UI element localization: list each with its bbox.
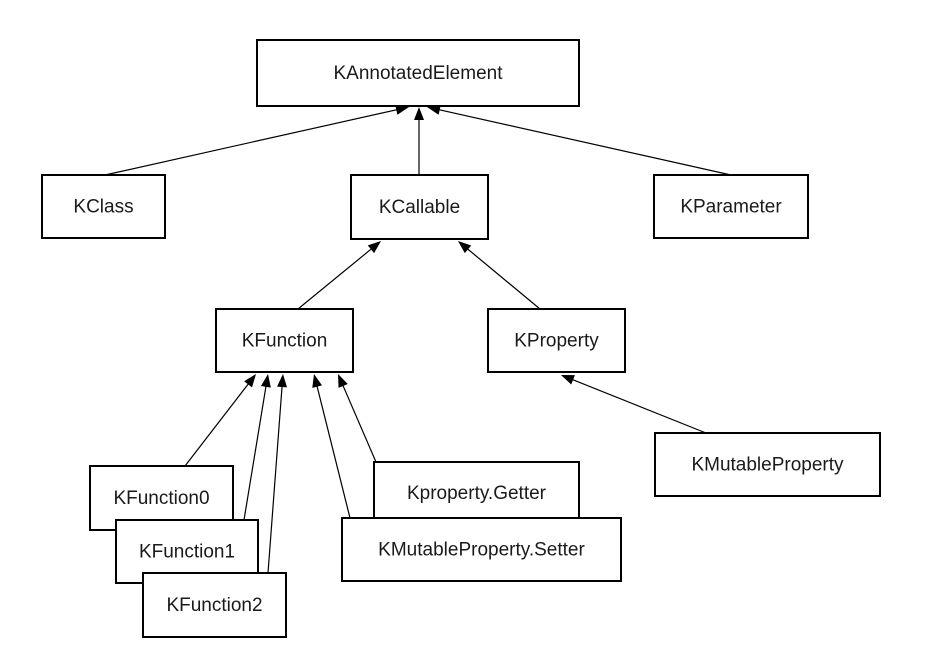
class-node-box[interactable] <box>654 432 881 497</box>
class-node-kfunction2[interactable]: KFunction2 <box>142 572 287 638</box>
edge-kmutablepropertysetter-to-kfunction <box>312 374 351 519</box>
edge-kclass-to-kannotatedelement <box>104 104 409 176</box>
edge-kmutableproperty-to-kproperty <box>561 375 707 434</box>
arrowhead-icon <box>414 107 424 120</box>
arrowhead-icon <box>244 374 256 388</box>
class-node-box[interactable] <box>487 308 626 373</box>
class-node-label: KFunction1 <box>139 542 235 563</box>
class-node-box[interactable] <box>653 174 809 239</box>
class-node-box[interactable] <box>341 517 622 582</box>
class-node-kcallable[interactable]: KCallable <box>350 174 489 240</box>
edge-line <box>341 382 377 463</box>
edge-line <box>267 383 283 574</box>
arrowhead-icon <box>561 375 575 385</box>
class-node-kpropertygetter[interactable]: Kproperty.Getter <box>373 461 580 525</box>
arrowhead-icon <box>277 374 288 388</box>
edge-kfunction1-to-kfunction <box>243 374 271 521</box>
class-node-box[interactable] <box>41 174 166 239</box>
class-node-label: KProperty <box>514 331 599 352</box>
edge-line <box>570 378 707 434</box>
arrowhead-icon <box>458 241 472 254</box>
class-node-kproperty[interactable]: KProperty <box>487 308 626 373</box>
class-node-box[interactable] <box>350 174 489 240</box>
edge-layer <box>104 104 732 574</box>
edge-line <box>465 246 541 310</box>
arrowhead-icon <box>312 374 323 388</box>
edge-kcallable-to-kannotatedelement <box>414 107 424 175</box>
arrowhead-icon <box>427 104 441 115</box>
class-node-box[interactable] <box>256 39 580 107</box>
edge-kpropertygetter-to-kfunction <box>338 374 377 463</box>
arrowhead-icon <box>260 374 271 388</box>
class-node-label: KMutableProperty <box>691 455 844 476</box>
arrowhead-icon <box>338 374 348 388</box>
class-node-label: KMutableProperty.Setter <box>378 540 585 561</box>
class-node-kclass[interactable]: KClass <box>41 174 166 239</box>
edge-line <box>297 246 374 310</box>
class-node-box[interactable] <box>142 572 287 638</box>
edge-line <box>243 383 267 521</box>
edge-line <box>436 108 732 176</box>
edge-line <box>104 108 400 176</box>
arrowhead-icon <box>367 241 381 254</box>
class-node-box[interactable] <box>373 461 580 525</box>
class-node-kannotatedelement[interactable]: KAnnotatedElement <box>256 39 580 107</box>
class-node-label: KFunction <box>242 331 328 352</box>
edge-line <box>184 381 251 467</box>
class-node-label: KFunction0 <box>113 488 209 509</box>
edge-line <box>315 383 351 519</box>
class-node-box[interactable] <box>215 308 354 373</box>
class-node-kmutablepropertysetter[interactable]: KMutableProperty.Setter <box>341 517 622 582</box>
edge-kfunction-to-kcallable <box>297 241 381 310</box>
edge-kfunction0-to-kfunction <box>184 374 256 467</box>
class-node-kparameter[interactable]: KParameter <box>653 174 809 239</box>
class-node-label: KFunction2 <box>166 595 262 616</box>
class-node-kmutableproperty[interactable]: KMutableProperty <box>654 432 881 497</box>
class-node-label: KAnnotatedElement <box>333 63 503 84</box>
class-node-label: KParameter <box>680 197 782 218</box>
class-node-kfunction[interactable]: KFunction <box>215 308 354 373</box>
class-node-label: KCallable <box>379 197 460 218</box>
edge-kfunction2-to-kfunction <box>267 374 288 574</box>
edge-kproperty-to-kcallable <box>458 241 541 310</box>
class-node-label: KClass <box>73 197 133 218</box>
arrowhead-icon <box>395 104 409 115</box>
edge-kparameter-to-kannotatedelement <box>427 104 732 176</box>
class-node-label: Kproperty.Getter <box>407 483 547 504</box>
